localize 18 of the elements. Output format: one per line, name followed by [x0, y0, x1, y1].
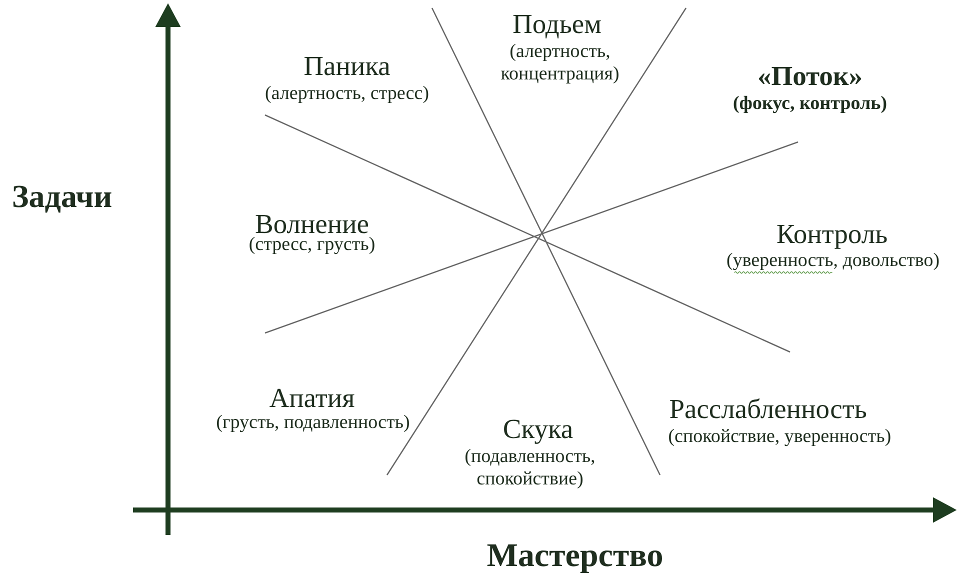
zone-note: (спокойствие, уверенность) [669, 428, 890, 446]
axis-title: Задачи [13, 186, 112, 213]
zone-note: (уверенность, довольство) [727, 252, 939, 270]
axis-title: Мастерство [487, 544, 662, 574]
zone-label: Волнение [256, 215, 368, 234]
zone-note: (подавленность, спокойствие) [466, 448, 594, 488]
zone-label: Контроль [777, 225, 887, 249]
zone-label: Подьем [513, 15, 601, 38]
zone-note: (фокус, контроль) [734, 96, 886, 114]
zone-note: (алертность, стресс) [266, 86, 428, 104]
zone-label: «Поток» [758, 67, 862, 86]
zone-label: Паника [304, 57, 390, 76]
zone-label: Апатия [270, 388, 354, 408]
zone-note: (грусть, подавленность) [217, 414, 409, 432]
zone-label: Расслабленность [670, 398, 866, 418]
zone-note: (алертность, концентрация) [501, 44, 618, 84]
zone-note: (стресс, грусть) [250, 236, 374, 254]
zone-label: Скука [504, 420, 573, 444]
